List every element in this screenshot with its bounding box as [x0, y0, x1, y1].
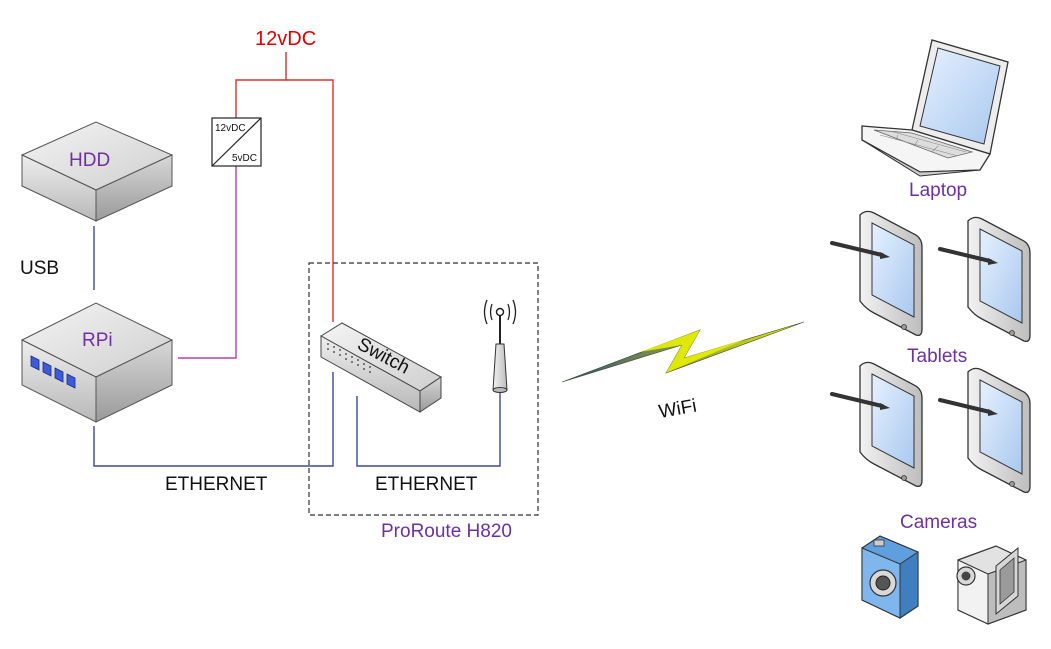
hdd-label: HDD — [69, 150, 110, 171]
switch-port-dots — [327, 343, 371, 373]
tablet-icon — [938, 216, 1031, 343]
cameras-label: Cameras — [900, 512, 977, 533]
router-name-label: ProRoute H820 — [381, 521, 512, 542]
ethernet-label-left: ETHERNET — [165, 474, 268, 495]
tablets-label: Tablets — [907, 346, 967, 367]
converter-output-label: 5vDC — [232, 153, 257, 164]
photo-camera-icon — [861, 535, 919, 619]
rpi-ports — [30, 355, 76, 389]
power-wiring-5v — [178, 166, 237, 359]
ethernet-label-right: ETHERNET — [375, 474, 478, 495]
tablet-icon — [938, 367, 1031, 494]
laptop-label: Laptop — [909, 180, 967, 201]
laptop-icon — [861, 39, 1009, 177]
access-point-icon — [483, 299, 517, 393]
data-wiring — [93, 226, 501, 467]
converter-input-label: 12vDC — [215, 123, 246, 134]
router-enclosure — [308, 262, 539, 516]
power-wiring-12v — [235, 52, 334, 322]
tablet-icon — [830, 210, 923, 337]
dc-converter — [211, 117, 262, 167]
rpi-label: RPi — [82, 330, 113, 351]
power-supply-label: 12vDC — [255, 28, 316, 50]
rpi-icon — [20, 302, 174, 423]
hdd-icon — [20, 121, 174, 222]
video-camera-icon — [956, 545, 1027, 625]
tablet-icon — [830, 361, 923, 488]
wifi-bolt-icon — [561, 321, 805, 383]
usb-label: USB — [20, 258, 59, 279]
wifi-label: WiFi — [657, 396, 698, 423]
switch-icon — [320, 322, 442, 413]
